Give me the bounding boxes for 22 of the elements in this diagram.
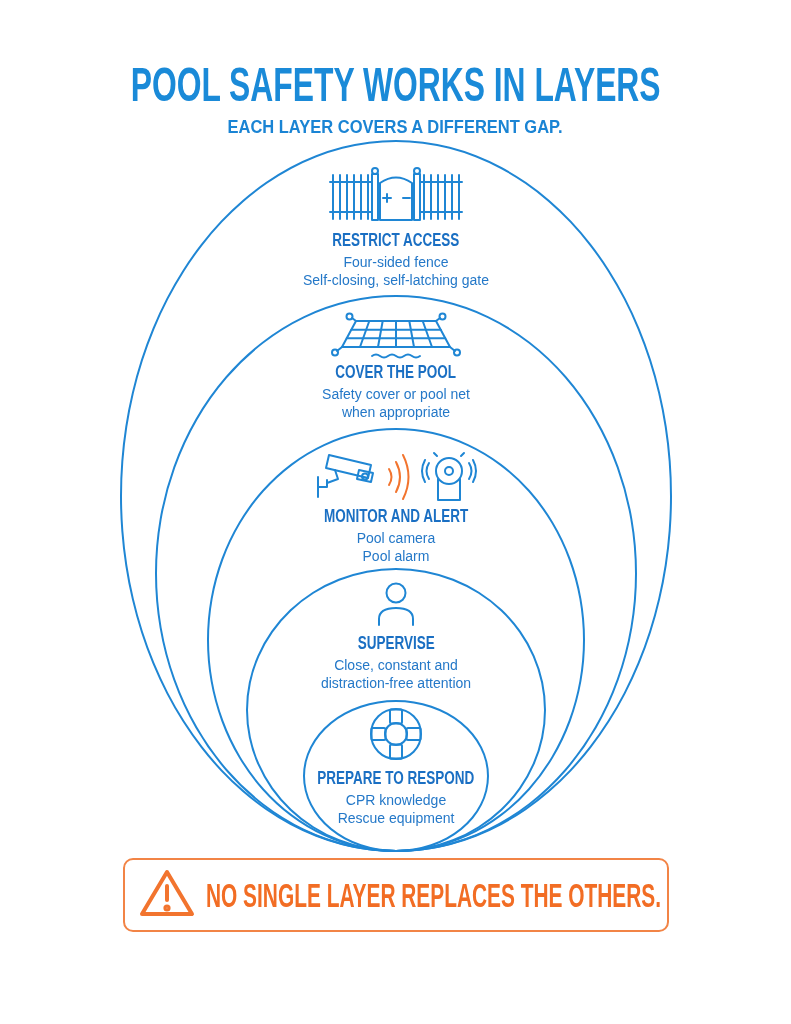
page-title: POOL SAFETY WORKS IN LAYERS — [130, 57, 661, 113]
layer-item: Self-closing, self-latching gate — [303, 271, 489, 289]
layer-oval — [120, 140, 672, 852]
layer-oval — [246, 568, 546, 852]
warning-banner — [123, 858, 669, 932]
warning-message: NO SINGLE LAYER REPLACES THE OTHERS. — [206, 875, 662, 915]
layer-item: Safety cover or pool net when appropriate — [321, 385, 471, 421]
layer-oval — [303, 700, 489, 852]
subtitle: EACH LAYER COVERS A DIFFERENT GAP. — [227, 116, 564, 138]
layer-oval — [155, 295, 637, 852]
layer-heading: PREPARE TO RESPOND — [317, 767, 475, 789]
layer-oval — [207, 428, 585, 852]
layer-item: Pool alarm — [362, 547, 430, 565]
layer-heading: COVER THE POOL — [335, 361, 457, 383]
layer-heading: MONITOR AND ALERT — [323, 505, 469, 527]
layer-item: Pool camera — [356, 529, 436, 547]
layer-heading: SUPERVISE — [357, 632, 435, 654]
layer-heading: RESTRICT ACCESS — [332, 229, 460, 251]
layer-item: Four-sided fence — [343, 253, 449, 271]
layer-item: Close, constant and distraction-free attention — [319, 656, 473, 692]
layer-item: Rescue equipment — [337, 809, 455, 827]
layer-item: CPR knowledge — [345, 791, 447, 809]
